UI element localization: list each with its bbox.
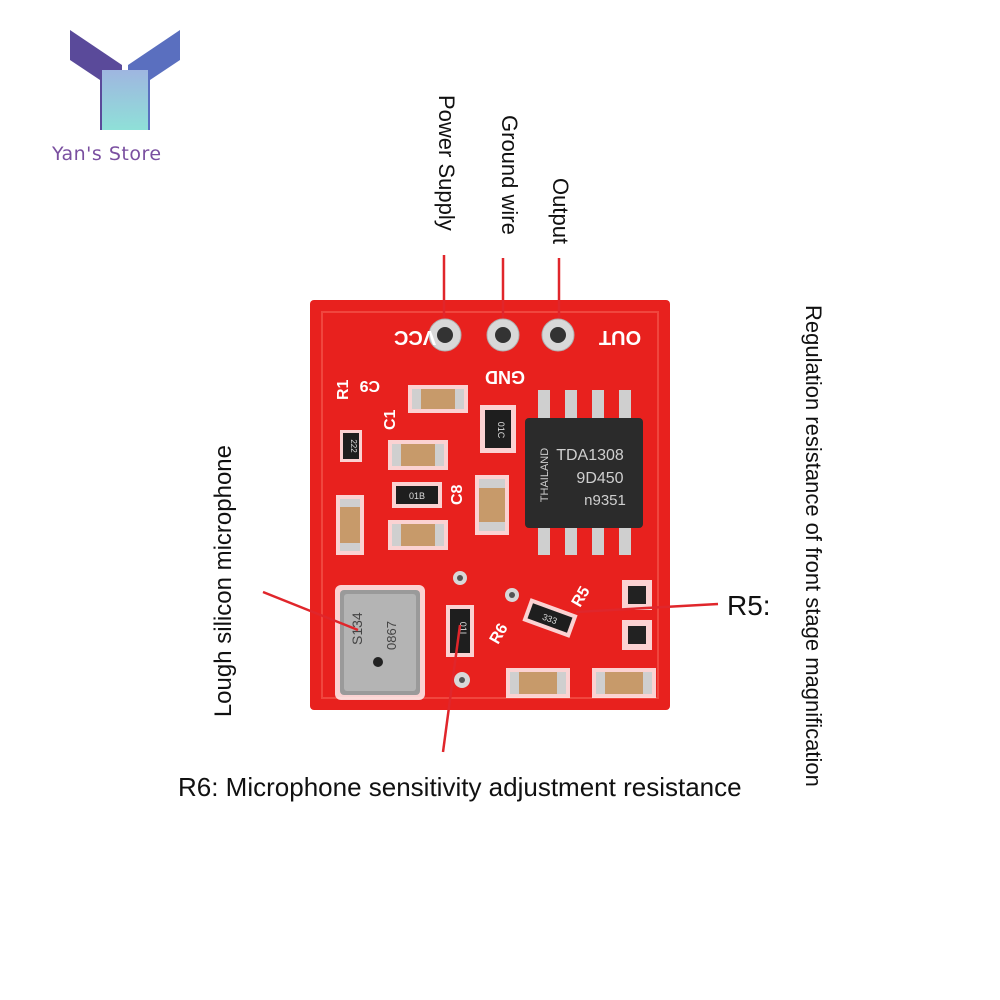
silk-out: OUT — [599, 326, 641, 348]
pin-out-pad — [541, 318, 575, 352]
label-r6-caption: R6: Microphone sensitivity adjustment re… — [178, 772, 742, 802]
label-r5: R5: — [727, 590, 771, 621]
chip-label-2: 9D450 — [576, 470, 623, 487]
line-r5 — [575, 602, 719, 614]
capacitor-left — [336, 495, 364, 555]
resistor-r5: 333 — [522, 598, 578, 638]
amplifier-chip: TDA1308 9D450 n9351 THAILAND — [525, 390, 643, 555]
resistor-01b: 01B — [392, 482, 442, 508]
silicon-microphone: S134 0867 — [335, 585, 425, 700]
store-logo — [70, 30, 180, 130]
label-ground-wire: Ground wire — [497, 115, 522, 235]
mic-label-2: 0867 — [384, 621, 399, 650]
resistor-r1: 222 — [340, 430, 362, 462]
svg-text:222: 222 — [349, 439, 358, 453]
silk-c8: C8 — [449, 484, 466, 505]
capacitor-c9 — [408, 385, 468, 413]
chip-label-side: THAILAND — [539, 448, 551, 502]
label-regulation-resistance: Regulation resistance of front stage mag… — [801, 305, 826, 787]
silk-c1: C1 — [382, 409, 399, 430]
pin-gnd-pad — [486, 318, 520, 352]
resistor-01c: 01C — [480, 405, 516, 453]
capacitor-bottom-2 — [592, 668, 656, 698]
svg-text:01I: 01I — [458, 622, 468, 635]
capacitor-c8 — [475, 475, 509, 535]
capacitor-bottom-1 — [506, 668, 570, 698]
silk-gnd: GND — [485, 367, 525, 387]
pin-vcc-pad — [428, 318, 462, 352]
store-logo-text: Yan's Store — [52, 143, 162, 165]
silk-r1: R1 — [335, 379, 352, 400]
svg-text:01C: 01C — [496, 422, 506, 439]
svg-text:333: 333 — [541, 612, 559, 627]
pcb-board: VCC GND OUT TDA1308 9D450 n9351 THAILAND… — [310, 300, 670, 710]
svg-text:01B: 01B — [409, 491, 425, 501]
label-output: Output — [548, 178, 573, 245]
chip-label-3: n9351 — [584, 492, 626, 509]
capacitor-c1 — [388, 440, 448, 470]
silk-vcc: VCC — [394, 326, 436, 348]
capacitor-mid — [388, 520, 448, 550]
silk-c9: C9 — [359, 377, 380, 394]
line-r6 — [441, 624, 462, 753]
label-power-supply: Power Supply — [434, 95, 459, 231]
line-microphone — [262, 590, 359, 632]
chip-label-1: TDA1308 — [556, 447, 624, 464]
